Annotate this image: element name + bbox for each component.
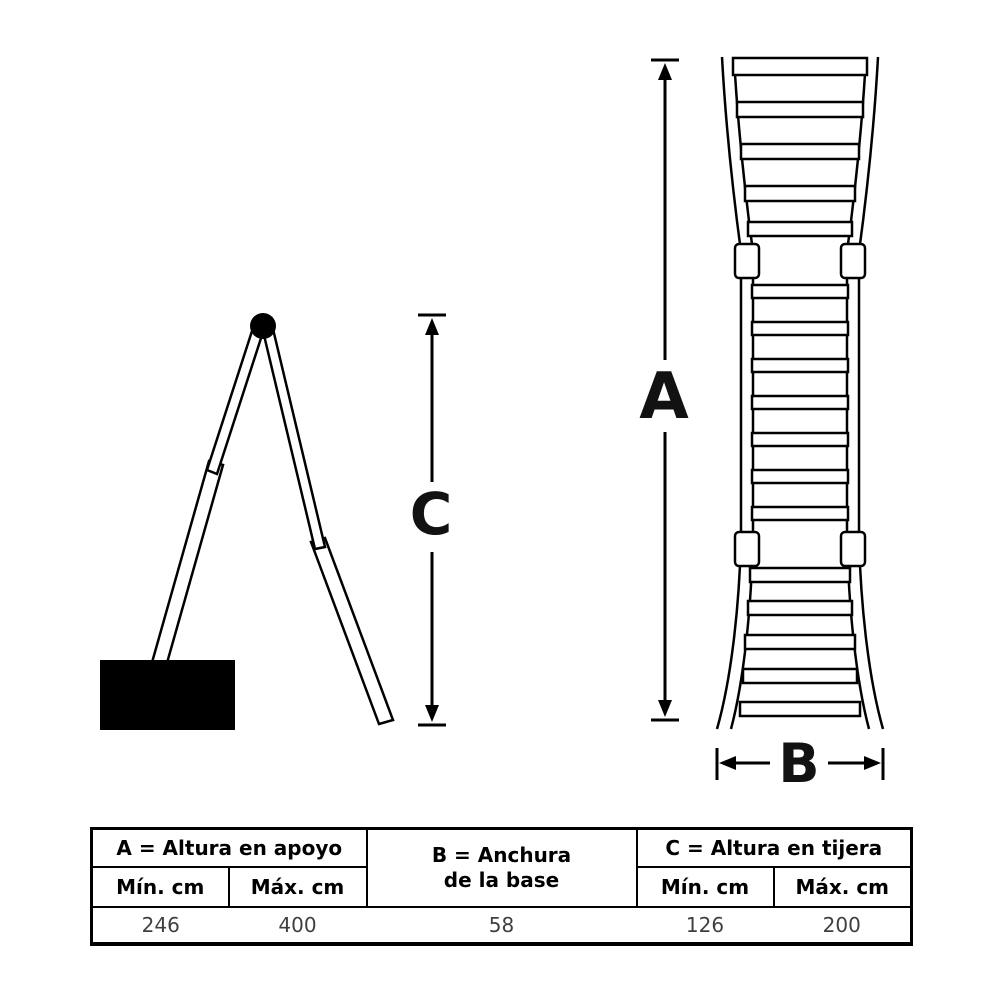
col-c-min-header: Mín. cm — [635, 866, 775, 908]
section-clamp — [839, 530, 867, 568]
col-b-title-line1: B = Anchura — [431, 843, 572, 867]
scissor-right-upper-leg — [261, 327, 327, 551]
rung — [750, 394, 850, 411]
label-b: B — [778, 732, 819, 795]
extended-ladder — [715, 56, 885, 730]
col-c-max-value: 200 — [773, 907, 912, 946]
rung — [750, 357, 850, 374]
rung — [739, 142, 861, 161]
dimensions-table: A = Altura en apoyo B = Anchura de la ba… — [90, 827, 913, 946]
rung — [748, 566, 852, 584]
rung — [750, 283, 850, 300]
col-b-title-line2: de la base — [443, 868, 560, 892]
rung — [738, 700, 862, 718]
hinge-ball — [250, 313, 276, 339]
col-b-value: 58 — [366, 907, 637, 946]
rung — [750, 505, 850, 522]
col-c-max-header: Máx. cm — [772, 866, 913, 908]
dim-c — [418, 313, 446, 727]
rung — [741, 667, 859, 685]
scissor-ladder — [100, 313, 395, 730]
col-a-min-header: Mín. cm — [90, 866, 230, 908]
right-rail-outer — [857, 56, 885, 730]
col-a-max-header: Máx. cm — [227, 866, 368, 908]
col-c-min-value: 126 — [636, 907, 774, 946]
label-a: A — [639, 360, 689, 434]
col-a-min-value: 246 — [91, 907, 229, 946]
col-a-max-value: 400 — [228, 907, 367, 946]
rung — [746, 599, 854, 617]
section-clamp — [839, 242, 867, 280]
dim-b — [715, 748, 885, 780]
dim-a — [651, 58, 679, 722]
label-c: C — [410, 480, 453, 548]
rung — [750, 431, 850, 448]
rung — [743, 184, 857, 203]
section-clamp — [733, 242, 761, 280]
scissor-left-upper-leg — [205, 326, 265, 476]
ladder-diagram: C — [100, 56, 885, 795]
rung — [750, 468, 850, 485]
left-rail-outer — [715, 56, 743, 730]
section-clamp — [733, 530, 761, 568]
scissor-left-lower-leg — [149, 459, 225, 672]
rung — [746, 220, 854, 238]
rung — [750, 320, 850, 337]
rung — [743, 633, 857, 651]
support-block — [100, 660, 235, 730]
col-a-title: A = Altura en apoyo — [90, 827, 368, 868]
rung — [731, 56, 869, 77]
rung — [735, 100, 865, 119]
col-b-title: B = Anchura de la base — [365, 827, 638, 908]
scissor-right-lower-leg — [309, 536, 395, 726]
col-c-title: C = Altura en tijera — [635, 827, 913, 868]
